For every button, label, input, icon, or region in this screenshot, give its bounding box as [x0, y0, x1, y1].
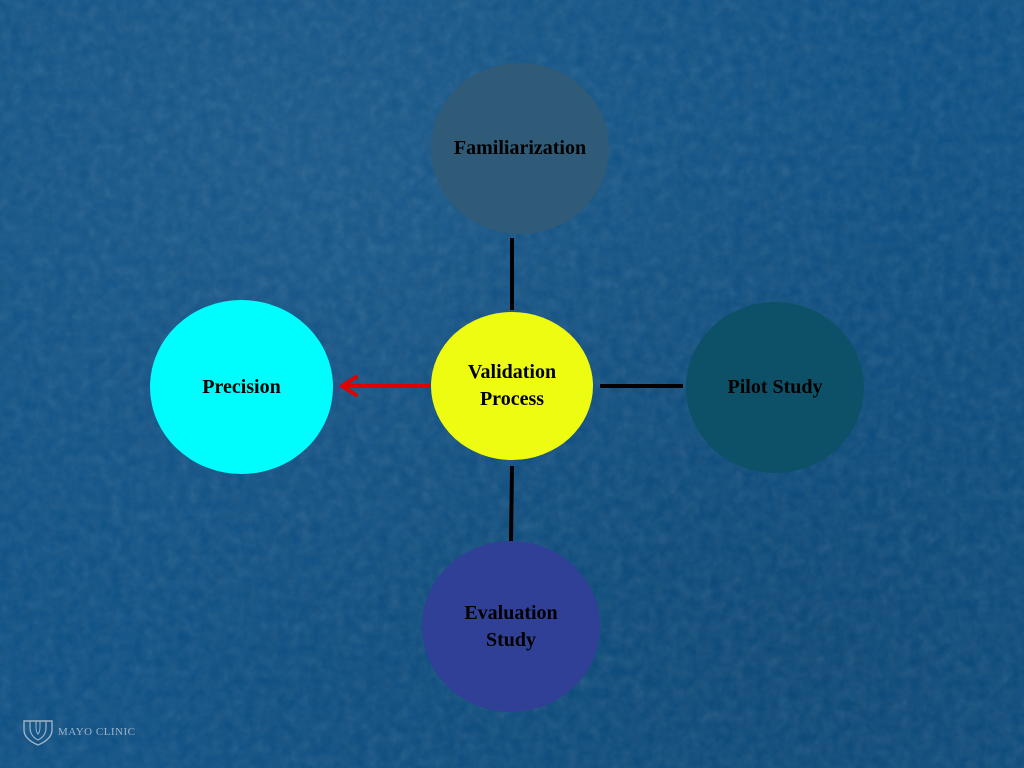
node-precision: Precision [150, 300, 333, 474]
node-evaluation-study-label: Evaluation Study [464, 601, 558, 651]
node-familiarization-label: Familiarization [453, 137, 587, 159]
connector-bottom [509, 465, 514, 543]
node-validation-process: Validation Process [431, 312, 593, 460]
node-precision-label: Precision [202, 375, 281, 398]
arrowhead-icon [340, 375, 358, 397]
mayo-shield-icon [23, 720, 53, 746]
node-validation-process-label: Validation Process [467, 361, 557, 410]
logo-text: MAYO CLINIC [58, 726, 136, 738]
node-evaluation-study: Evaluation Study [422, 541, 600, 712]
node-familiarization: Familiarization [431, 63, 609, 234]
logo: MAYO CLINIC [22, 718, 136, 746]
node-pilot-study-label: Pilot Study [727, 376, 823, 398]
node-pilot-study: Pilot Study [686, 302, 864, 473]
